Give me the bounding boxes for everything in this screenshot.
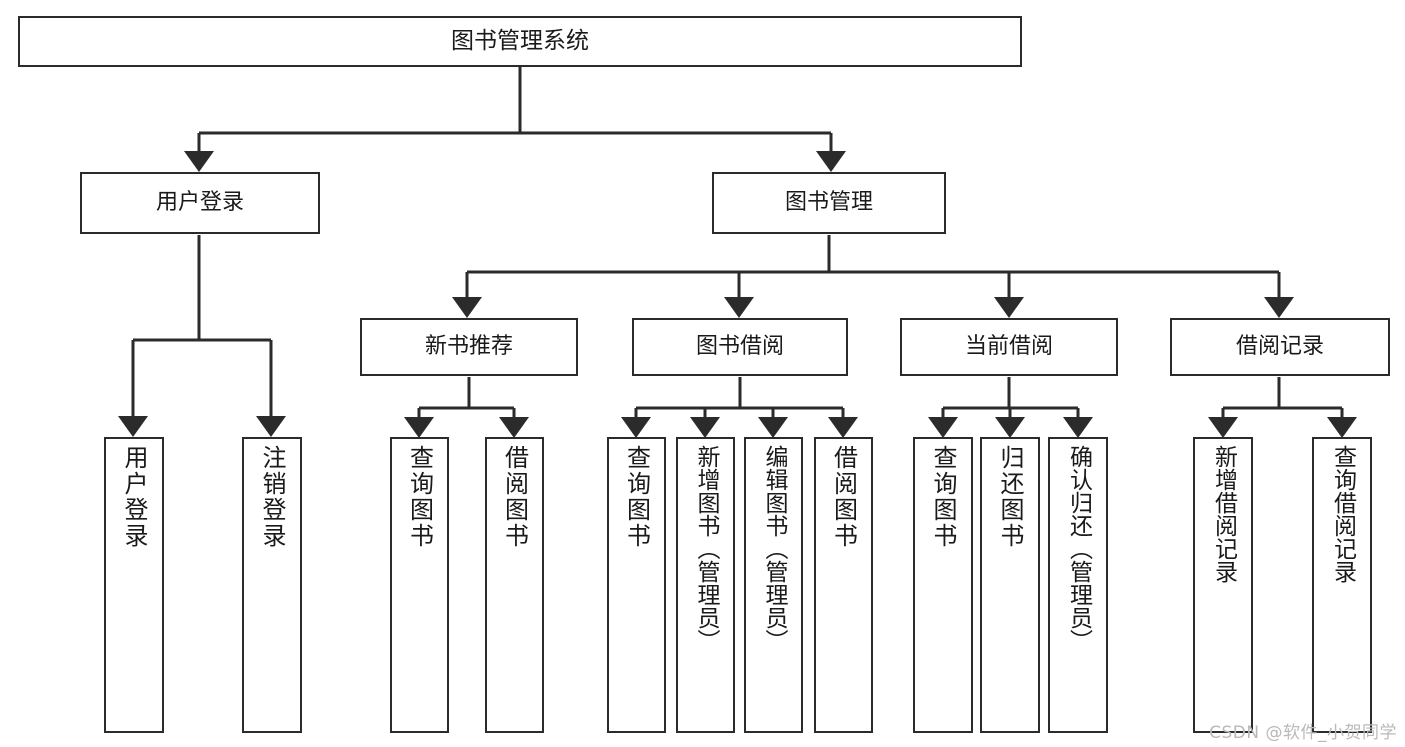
node-label: 查询借阅记录 <box>1329 445 1356 583</box>
node-borrow-record[interactable]: 借阅记录 <box>1170 318 1390 376</box>
leaf-query-book-borrow[interactable]: 查询图书 <box>607 437 666 733</box>
node-label: 查询图书 <box>929 445 957 549</box>
node-label: 借阅记录 <box>1235 334 1324 360</box>
node-label: 注销登录 <box>258 445 286 549</box>
leaf-edit-book-admin[interactable]: 编辑图书（管理员） <box>744 437 803 733</box>
leaf-user-login[interactable]: 用户登录 <box>104 437 164 733</box>
node-label: 图书管理 <box>784 190 873 216</box>
node-label: 新增图书（管理员） <box>693 445 719 652</box>
leaf-query-book-current[interactable]: 查询图书 <box>913 437 973 733</box>
leaf-borrow-book[interactable]: 借阅图书 <box>814 437 873 733</box>
node-new-book-recommend[interactable]: 新书推荐 <box>360 318 578 376</box>
node-label: 当前借阅 <box>964 334 1053 360</box>
node-label: 用户登录 <box>120 445 148 549</box>
node-label: 用户登录 <box>155 190 244 216</box>
leaf-return-book[interactable]: 归还图书 <box>980 437 1040 733</box>
node-label: 查询图书 <box>405 445 434 549</box>
node-label: 图书借阅 <box>695 334 784 360</box>
node-label: 归还图书 <box>996 445 1024 549</box>
leaf-add-borrow-record[interactable]: 新增借阅记录 <box>1193 437 1253 733</box>
node-label: 确认归还（管理员） <box>1065 445 1092 652</box>
node-book-manage[interactable]: 图书管理 <box>712 172 946 234</box>
leaf-borrow-book-recommend[interactable]: 借阅图书 <box>485 437 544 733</box>
leaf-query-book-recommend[interactable]: 查询图书 <box>390 437 449 733</box>
leaf-logout-login[interactable]: 注销登录 <box>242 437 302 733</box>
node-book-borrow[interactable]: 图书借阅 <box>632 318 848 376</box>
node-label: 新书推荐 <box>424 334 513 360</box>
node-root-system[interactable]: 图书管理系统 <box>18 16 1022 67</box>
node-label: 新增借阅记录 <box>1210 445 1237 583</box>
node-current-borrow[interactable]: 当前借阅 <box>900 318 1118 376</box>
leaf-add-book-admin[interactable]: 新增图书（管理员） <box>676 437 735 733</box>
node-user-login[interactable]: 用户登录 <box>80 172 320 234</box>
node-label: 编辑图书（管理员） <box>761 445 787 652</box>
leaf-query-borrow-record[interactable]: 查询借阅记录 <box>1312 437 1372 733</box>
node-label: 借阅图书 <box>500 445 529 549</box>
node-label: 查询图书 <box>622 445 651 549</box>
watermark-text: CSDN @软件_小贺同学 <box>1209 723 1397 743</box>
node-label: 借阅图书 <box>829 445 858 549</box>
leaf-confirm-return-admin[interactable]: 确认归还（管理员） <box>1048 437 1108 733</box>
node-label: 图书管理系统 <box>451 27 589 54</box>
